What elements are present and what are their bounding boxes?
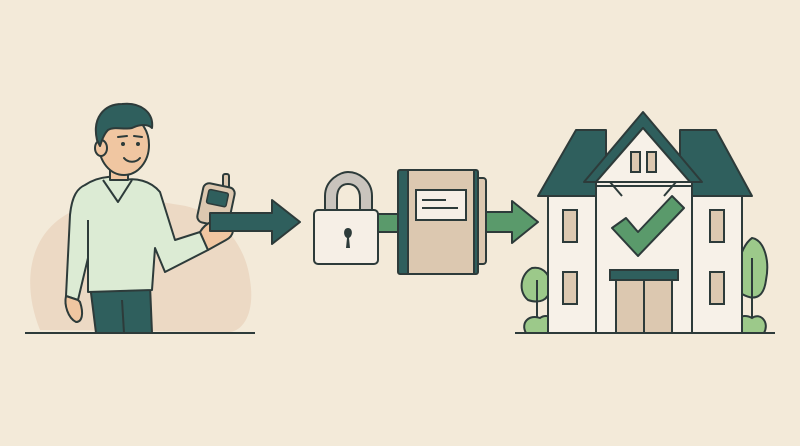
padlock-icon <box>313 171 379 265</box>
padlock-keyhole <box>344 228 352 248</box>
person-eye-left <box>121 142 125 146</box>
house-window-left-bottom <box>562 271 578 305</box>
house-porch-roof <box>609 269 679 281</box>
folder-front <box>407 169 475 275</box>
house-window-left-top <box>562 209 578 243</box>
folder-label <box>415 189 467 221</box>
arrow-right-icon-2 <box>485 200 539 244</box>
arrow-2-shape <box>485 200 539 244</box>
person-hair <box>94 102 154 147</box>
person-v-neck <box>102 179 133 203</box>
person-leg-divider <box>121 299 125 334</box>
house-gable-line-right <box>663 181 677 197</box>
checkmark-icon <box>611 195 685 257</box>
tree-left <box>520 266 552 303</box>
house-gable-window-left <box>630 151 641 173</box>
house-window-right-bottom <box>709 271 725 305</box>
person-brows <box>117 135 143 138</box>
padlock-shackle <box>324 171 373 213</box>
person-smile <box>123 157 141 163</box>
person-left-hand <box>64 295 84 323</box>
house-gable-window-right <box>646 151 657 173</box>
folder-icon <box>397 169 487 275</box>
house-gable-line-left <box>609 181 623 197</box>
house-window-right-top <box>709 209 725 243</box>
arrow-1-shape <box>209 199 301 245</box>
device-screen <box>205 188 230 208</box>
house-icon <box>515 111 775 334</box>
house-gable <box>595 127 691 183</box>
person-eye-right <box>136 142 140 146</box>
arrow-right-icon <box>209 199 301 245</box>
person-group <box>25 102 255 334</box>
